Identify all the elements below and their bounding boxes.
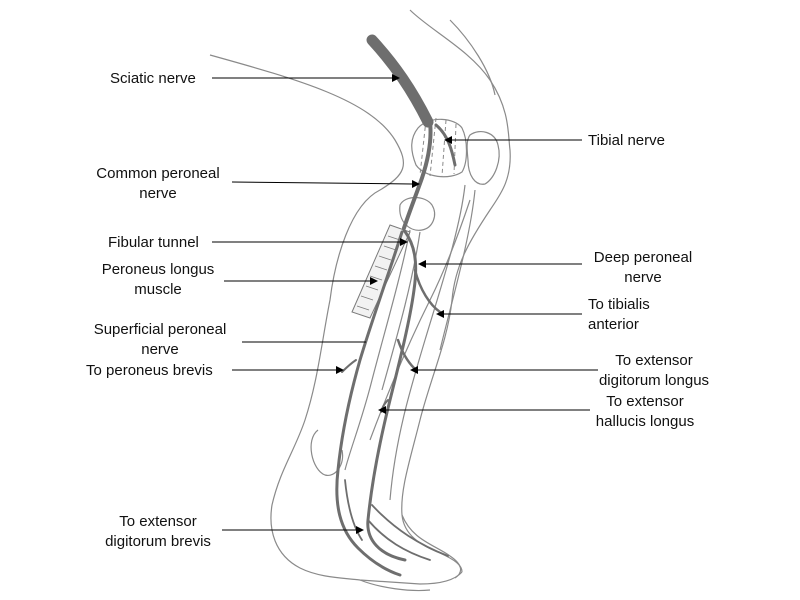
label-fibular-tunnel: Fibular tunnel xyxy=(108,234,199,251)
common-peroneal-nerve-path xyxy=(402,120,433,230)
arrowhead-peroneus-brevis xyxy=(336,366,344,374)
label-tibial-nerve: Tibial nerve xyxy=(588,132,665,149)
superficial-peroneal-nerve-path xyxy=(335,230,404,577)
label-extensor-digitorum-longus-line2: digitorum longus xyxy=(599,372,709,389)
label-peroneus-longus-line1: Peroneus longus xyxy=(102,261,215,278)
arrowhead-extensor-hallucis-longus xyxy=(378,406,386,414)
thigh-front-outline xyxy=(401,9,511,573)
arrowhead-sciatic xyxy=(392,74,400,82)
extensor-digitorum-brevis-branch xyxy=(344,479,449,561)
patella xyxy=(466,131,500,185)
leg-bones xyxy=(344,184,476,501)
knee-bones xyxy=(399,117,500,231)
label-deep-peroneal-line1: Deep peroneal xyxy=(594,249,692,266)
label-common-peroneal-line2: nerve xyxy=(139,185,177,202)
label-tibialis-anterior-line2: anterior xyxy=(588,316,639,333)
peroneus-brevis-branch xyxy=(341,359,357,373)
label-common-peroneal-line1: Common peroneal xyxy=(96,165,219,182)
label-extensor-digitorum-longus-line1: To extensor xyxy=(615,352,693,369)
label-peroneus-longus-line2: muscle xyxy=(134,281,182,298)
tibialis-anterior-branch xyxy=(413,268,442,314)
nerves xyxy=(335,34,457,577)
label-extensor-hallucis-longus-line1: To extensor xyxy=(606,393,684,410)
arrowhead-extensor-digitorum-brevis xyxy=(356,526,364,534)
tibia-shaft xyxy=(389,184,476,501)
arrowhead-common-peroneal xyxy=(412,180,420,188)
sciatic-nerve-path xyxy=(366,34,434,128)
arrowhead-fibular-tunnel xyxy=(400,238,408,246)
heel-outline xyxy=(310,429,344,476)
leader-common-peroneal xyxy=(231,181,413,185)
label-extensor-digitorum-brevis-line1: To extensor xyxy=(119,513,197,530)
arrowhead-tibial xyxy=(444,136,452,144)
label-superficial-peroneal-line2: nerve xyxy=(141,341,179,358)
label-sciatic-nerve: Sciatic nerve xyxy=(110,70,196,87)
arrowhead-deep-peroneal xyxy=(418,260,426,268)
foot-outline xyxy=(359,514,462,592)
labels: Sciatic nerve Tibial nerve Common perone… xyxy=(86,70,709,550)
leader-lines xyxy=(212,74,598,534)
fibula-shaft xyxy=(344,229,421,471)
arrowhead-peroneus-longus xyxy=(370,277,378,285)
label-extensor-digitorum-brevis-line2: digitorum brevis xyxy=(105,533,211,550)
knee-capsule-dashes-1 xyxy=(419,119,427,176)
knee-capsule-dashes-2 xyxy=(429,117,437,177)
label-deep-peroneal-line2: nerve xyxy=(624,269,662,286)
label-superficial-peroneal-line1: Superficial peroneal xyxy=(94,321,227,338)
arrowhead-tibialis-anterior xyxy=(436,310,444,318)
label-tibialis-anterior-line1: To tibialis xyxy=(588,296,650,313)
label-extensor-hallucis-longus-line2: hallucis longus xyxy=(596,413,694,430)
label-peroneus-brevis: To peroneus brevis xyxy=(86,362,213,379)
knee-capsule-dashes-3 xyxy=(441,119,447,177)
extensor-digitorum-longus-branch xyxy=(396,338,416,370)
arrowhead-extensor-digitorum-longus xyxy=(410,366,418,374)
tibial-nerve-path xyxy=(434,123,457,167)
knee-capsule-dashes-4 xyxy=(453,123,457,175)
